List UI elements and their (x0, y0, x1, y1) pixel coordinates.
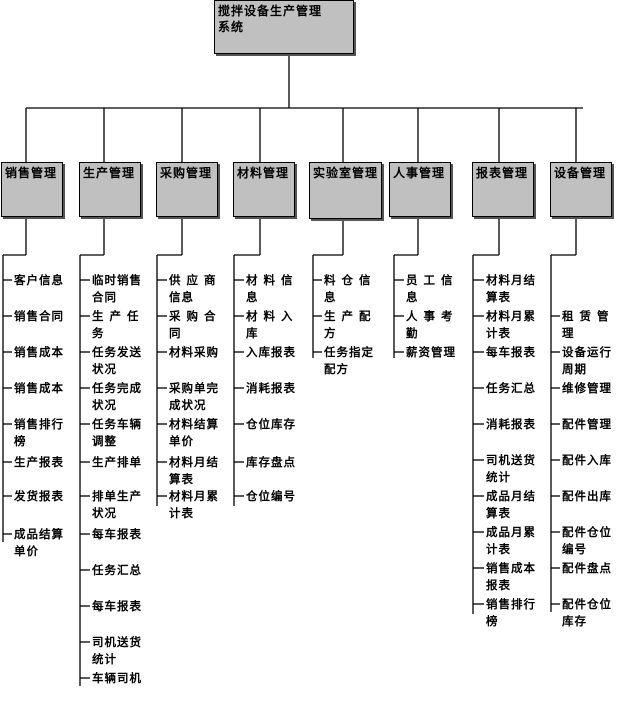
dept-node-production: 生产管理 (79, 162, 141, 217)
leaf-item: 销售排行 榜 (14, 417, 64, 448)
leaf-item: 任务汇总 (92, 563, 142, 577)
leaf-item: 配件入库 (562, 453, 612, 467)
leaf-item: 成品结算 单价 (14, 527, 64, 558)
leaf-item: 消耗报表 (246, 381, 296, 395)
dept-label: 报表管理 (476, 166, 529, 180)
leaf-item: 料 仓 信 息 (324, 273, 372, 304)
dept-node-reports: 报表管理 (472, 162, 534, 217)
leaf-item: 司机送货 统计 (92, 635, 142, 666)
leaf-item: 销售排行 榜 (486, 597, 536, 628)
leaf-item: 租 赁 管 理 (562, 309, 610, 340)
dept-node-laboratory: 实验室管理 (309, 162, 382, 219)
leaf-item: 任务发送 状况 (92, 345, 142, 376)
leaf-item: 配件出库 (562, 489, 612, 503)
root-title-line-1: 搅拌设备生产管理 (218, 4, 323, 18)
leaf-item: 采购单完 成状况 (169, 381, 219, 412)
leaf-item: 任务完成 状况 (92, 381, 142, 412)
leaf-item: 配件仓位 库存 (562, 597, 612, 628)
leaf-item: 每车报表 (92, 599, 142, 613)
leaf-item: 配件仓位 编号 (562, 525, 612, 556)
root-node: 搅拌设备生产管理 系统 (214, 0, 354, 54)
dept-label: 生产管理 (83, 166, 136, 180)
leaf-item: 配件盘点 (562, 561, 612, 575)
leaf-item: 员 工 信 息 (406, 273, 454, 304)
dept-node-hr: 人事管理 (389, 162, 451, 217)
leaf-item: 任务车辆 调整 (92, 417, 142, 448)
leaf-item: 客户信息 (14, 273, 64, 287)
leaf-item: 排单生产 状况 (92, 489, 142, 520)
leaf-item: 入库报表 (246, 345, 296, 359)
dept-node-purchasing: 采购管理 (156, 162, 218, 217)
leaf-item: 销售成本 报表 (486, 561, 536, 592)
dept-label: 实验室管理 (313, 166, 379, 180)
leaf-item: 材 料 信 息 (246, 273, 294, 304)
dept-node-sales: 销售管理 (1, 162, 63, 217)
leaf-item: 材料月结 算表 (486, 273, 536, 304)
dept-label: 材料管理 (237, 166, 290, 180)
dept-label: 人事管理 (393, 166, 446, 180)
leaf-item: 仓位库存 (246, 417, 296, 431)
dept-label: 采购管理 (160, 166, 213, 180)
leaf-item: 薪资管理 (406, 345, 456, 359)
leaf-item: 设备运行 周期 (562, 345, 612, 376)
leaf-item: 销售成本 (14, 381, 64, 395)
leaf-item: 销售成本 (14, 345, 64, 359)
leaf-item: 销售合同 (14, 309, 64, 323)
leaf-item: 车辆司机 (92, 671, 142, 685)
root-title-line-2: 系统 (218, 20, 245, 34)
leaf-item: 生产排单 (92, 455, 142, 469)
leaf-item: 成品月累 计表 (486, 525, 536, 556)
leaf-item: 材料结算 单价 (169, 417, 219, 448)
leaf-item: 维修管理 (562, 381, 612, 395)
leaf-item: 材料采购 (169, 345, 219, 359)
leaf-item: 每车报表 (486, 345, 536, 359)
dept-node-materials: 材料管理 (233, 162, 295, 217)
leaf-item: 库存盘点 (246, 455, 296, 469)
leaf-item: 人 事 考 勤 (406, 309, 454, 340)
leaf-item: 消耗报表 (486, 417, 536, 431)
leaf-item: 供 应 商 信息 (169, 273, 217, 304)
dept-label: 销售管理 (5, 166, 58, 180)
leaf-item: 每车报表 (92, 527, 142, 541)
leaf-item: 仓位编号 (246, 489, 296, 503)
leaf-item: 成品月结 算表 (486, 489, 536, 520)
leaf-item: 采 购 合 同 (169, 309, 217, 340)
leaf-item: 材料月累 计表 (486, 309, 536, 340)
leaf-item: 材料月累 计表 (169, 489, 219, 520)
leaf-item: 生产报表 (14, 455, 64, 469)
leaf-item: 任务指定 配方 (324, 345, 374, 376)
leaf-item: 临时销售 合同 (92, 273, 142, 304)
leaf-item: 发货报表 (14, 489, 64, 503)
leaf-item: 生 产 任 务 (92, 309, 140, 340)
leaf-item: 配件管理 (562, 417, 612, 431)
leaf-item: 材 料 入 库 (246, 309, 294, 340)
dept-node-equipment: 设备管理 (550, 162, 612, 217)
leaf-item: 生 产 配 方 (324, 309, 372, 340)
leaf-item: 材料月结 算表 (169, 455, 219, 486)
dept-label: 设备管理 (554, 166, 607, 180)
leaf-item: 任务汇总 (486, 381, 536, 395)
leaf-item: 司机送货 统计 (486, 453, 536, 484)
